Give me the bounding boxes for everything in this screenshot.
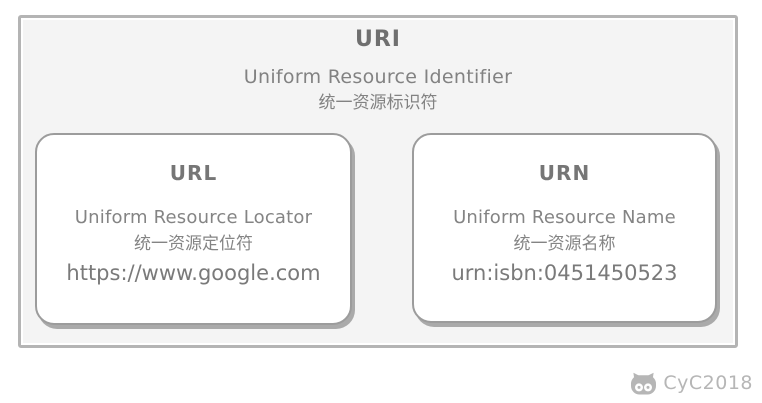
watermark-label: CyC2018: [663, 372, 753, 394]
url-subtitle-english: Uniform Resource Locator: [74, 207, 313, 228]
cat-logo-icon: [631, 372, 657, 394]
urn-subtitle-english: Uniform Resource Name: [453, 207, 676, 228]
urn-title: URN: [538, 161, 591, 185]
urn-subtitle-chinese: 统一资源名称: [513, 234, 616, 254]
url-example: https://www.google.com: [66, 261, 321, 285]
url-box: URL Uniform Resource Locator 统一资源定位符 htt…: [35, 133, 352, 325]
uri-box: URI Uniform Resource Identifier 统一资源标识符 …: [18, 15, 738, 348]
url-subtitle-chinese: 统一资源定位符: [134, 234, 253, 254]
uri-subtitle-english: Uniform Resource Identifier: [243, 66, 513, 88]
urn-box: URN Uniform Resource Name 统一资源名称 urn:isb…: [412, 133, 717, 323]
urn-example: urn:isbn:0451450523: [451, 261, 678, 285]
uri-box-header: URI Uniform Resource Identifier 统一资源标识符: [21, 18, 735, 115]
url-title: URL: [169, 161, 218, 185]
uri-subtitle-chinese: 统一资源标识符: [318, 93, 438, 113]
uri-title: URI: [355, 27, 401, 52]
watermark: CyC2018: [630, 370, 753, 396]
